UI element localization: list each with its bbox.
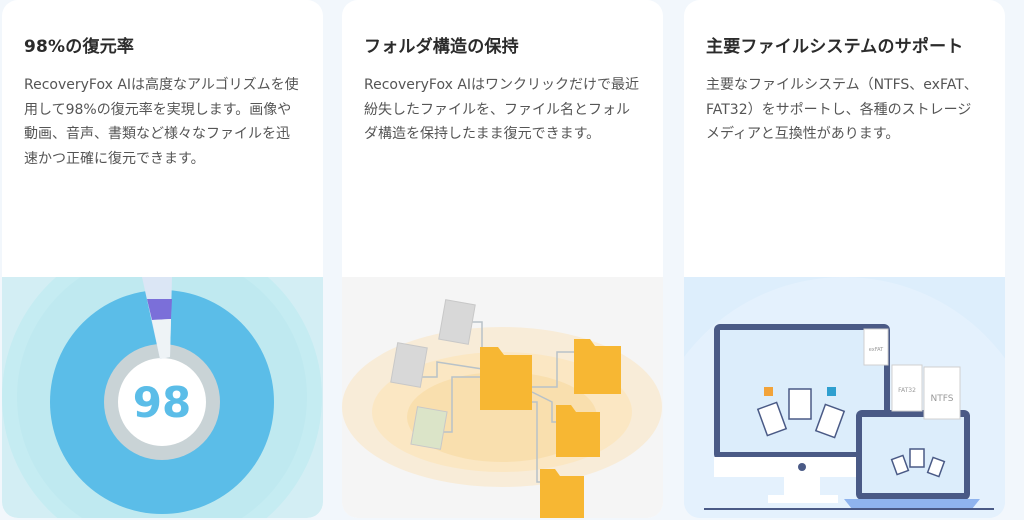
card-title: 主要ファイルシステムのサポート bbox=[706, 37, 964, 57]
svg-text:NTFS: NTFS bbox=[931, 394, 954, 404]
folder-icon bbox=[574, 339, 621, 394]
folder-icon bbox=[556, 405, 600, 457]
folder-icon bbox=[540, 469, 584, 518]
document-icon bbox=[390, 342, 428, 388]
folder-tree-illustration bbox=[342, 277, 663, 518]
document-icon bbox=[438, 299, 476, 345]
card-title: 98%の復元率 bbox=[24, 37, 135, 57]
folder-icon bbox=[480, 347, 532, 410]
card-description: RecoveryFox AIは高度なアルゴリズムを使用して98%の復元率を実現し… bbox=[24, 77, 299, 167]
feature-card-recovery-rate: 98%の復元率 RecoveryFox AIは高度なアルゴリズムを使用して98%… bbox=[2, 0, 323, 518]
svg-text:FAT32: FAT32 bbox=[898, 387, 916, 394]
svg-text:exFAT: exFAT bbox=[869, 347, 884, 353]
document-icon bbox=[788, 388, 812, 420]
card-title: フォルダ構造の保持 bbox=[364, 37, 519, 57]
gauge-value: 98 bbox=[133, 378, 191, 427]
card-description: 主要なファイルシステム（NTFS、exFAT、FAT32）をサポートし、各種のス… bbox=[706, 77, 978, 142]
recovery-rate-gauge-illustration: 98 bbox=[2, 277, 323, 518]
feature-card-file-systems: 主要ファイルシステムのサポート 主要なファイルシステム（NTFS、exFAT、F… bbox=[684, 0, 1005, 518]
document-icon bbox=[814, 403, 846, 439]
feature-card-folder-structure: フォルダ構造の保持 RecoveryFox AIはワンクリックだけで最近紛失した… bbox=[342, 0, 663, 518]
document-icon bbox=[410, 406, 448, 450]
document-icon bbox=[756, 401, 788, 437]
devices-illustration: exFAT FAT32 NTFS bbox=[684, 277, 1005, 518]
card-description: RecoveryFox AIはワンクリックだけで最近紛失したファイルを、ファイル… bbox=[364, 77, 640, 142]
